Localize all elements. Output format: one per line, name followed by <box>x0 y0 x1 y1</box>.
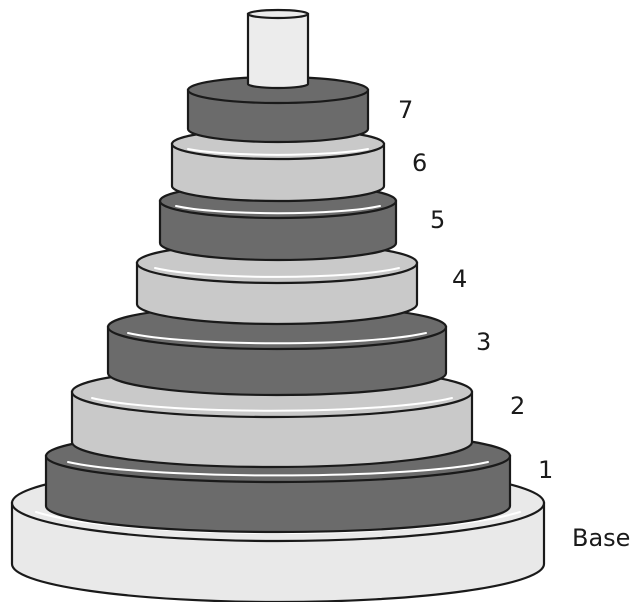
ring-5-label: 5 <box>430 206 445 234</box>
ring-6-label: 6 <box>412 149 427 177</box>
ring-4-label: 4 <box>452 265 467 293</box>
peg-top <box>248 10 308 18</box>
ring-1-label: 1 <box>538 456 553 484</box>
base-label: Base <box>572 524 630 552</box>
ring-7-label: 7 <box>398 96 413 124</box>
center-peg <box>248 10 308 88</box>
peg-side <box>248 14 308 88</box>
ring-2-label: 2 <box>510 392 525 420</box>
ring-3-label: 3 <box>476 328 491 356</box>
